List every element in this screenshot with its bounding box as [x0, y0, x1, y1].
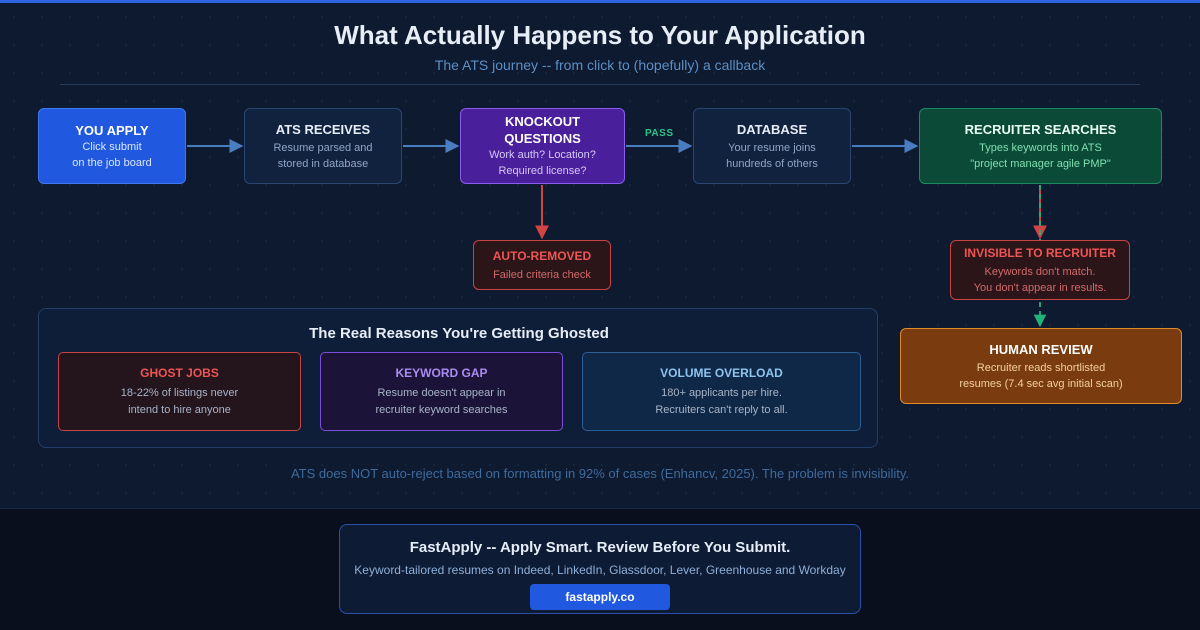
- step-desc-line1: Click submit: [82, 140, 142, 153]
- step-title-line1: KNOCKOUT: [504, 114, 581, 129]
- step-human-review: HUMAN REVIEW Recruiter reads shortlisted…: [900, 328, 1182, 404]
- step-desc-line2: Required license?: [498, 165, 587, 177]
- reasons-title: The Real Reasons You're Getting Ghosted: [309, 325, 609, 342]
- outcome-title: AUTO-REMOVED: [492, 248, 592, 263]
- step-title: DATABASE: [736, 121, 808, 137]
- outcome-title: INVISIBLE TO RECRUITER: [964, 245, 1116, 260]
- outcome-desc-line1: Keywords don't match.: [984, 265, 1096, 278]
- step-title: HUMAN REVIEW: [989, 341, 1093, 357]
- reason-card-keyword-gap: KEYWORD GAP Resume doesn't appear in rec…: [320, 352, 563, 431]
- page-subtitle: The ATS journey -- from click to (hopefu…: [434, 57, 766, 73]
- step-desc-line2: "project manager agile PMP": [970, 157, 1111, 170]
- ghosted-reasons-panel: The Real Reasons You're Getting Ghosted …: [38, 308, 878, 448]
- cta-subtitle: Keyword-tailored resumes on Indeed, Link…: [354, 563, 846, 577]
- cta-title: FastApply -- Apply Smart. Review Before …: [409, 539, 791, 556]
- outcome-invisible-to-recruiter: INVISIBLE TO RECRUITER Keywords don't ma…: [950, 240, 1130, 300]
- step-ats-receives: ATS RECEIVES Resume parsed and stored in…: [244, 108, 402, 184]
- reason-desc-line1: 180+ applicants per hire.: [661, 386, 782, 399]
- step-desc-line2: hundreds of others: [726, 157, 818, 170]
- step-recruiter-searches: RECRUITER SEARCHES Types keywords into A…: [919, 108, 1162, 184]
- reason-title: KEYWORD GAP: [395, 365, 488, 380]
- step-title: RECRUITER SEARCHES: [964, 121, 1117, 137]
- page-title: What Actually Happens to Your Applicatio…: [334, 20, 866, 50]
- step-database: DATABASE Your resume joins hundreds of o…: [693, 108, 851, 184]
- reason-desc-line2: recruiter keyword searches: [375, 403, 508, 416]
- step-title: ATS RECEIVES: [275, 121, 371, 137]
- footer-band: FastApply -- Apply Smart. Review Before …: [0, 508, 1200, 630]
- step-desc-line2: resumes (7.4 sec avg initial scan): [959, 377, 1123, 390]
- step-desc-line1: Recruiter reads shortlisted: [976, 361, 1106, 374]
- reason-desc-line1: 18-22% of listings never: [120, 386, 239, 399]
- cta-panel: FastApply -- Apply Smart. Review Before …: [339, 524, 861, 614]
- step-desc-line1: Work auth? Location?: [489, 149, 596, 161]
- outcome-desc-line2: You don't appear in results.: [973, 281, 1107, 294]
- step-desc-line1: Types keywords into ATS: [979, 141, 1102, 154]
- step-desc-line2: on the job board: [72, 156, 152, 169]
- reason-title: GHOST JOBS: [140, 365, 219, 380]
- step-you-apply: YOU APPLY Click submit on the job board: [38, 108, 186, 184]
- step-knockout-questions: KNOCKOUT QUESTIONS Work auth? Location? …: [460, 108, 625, 184]
- step-title-line2: QUESTIONS: [504, 131, 581, 146]
- reason-desc-line2: Recruiters can't reply to all.: [655, 403, 788, 416]
- footnote: ATS does NOT auto-reject based on format…: [290, 466, 910, 481]
- outcome-auto-removed: AUTO-REMOVED Failed criteria check: [473, 240, 611, 290]
- reason-card-volume-overload: VOLUME OVERLOAD 180+ applicants per hire…: [582, 352, 861, 431]
- reason-card-ghost-jobs: GHOST JOBS 18-22% of listings never inte…: [58, 352, 301, 431]
- reason-desc-line2: intend to hire anyone: [128, 403, 231, 416]
- step-desc-line2: stored in database: [277, 157, 369, 170]
- top-accent-bar: [0, 0, 1200, 3]
- reason-title: VOLUME OVERLOAD: [660, 365, 783, 380]
- header-divider: [60, 84, 1140, 85]
- reason-desc-line1: Resume doesn't appear in: [377, 386, 506, 399]
- step-desc-line1: Resume parsed and: [273, 141, 373, 154]
- step-desc-line1: Your resume joins: [728, 141, 816, 154]
- pass-label: PASS: [645, 128, 674, 139]
- fastapply-link-button[interactable]: fastapply.co: [530, 584, 670, 610]
- outcome-desc: Failed criteria check: [493, 268, 591, 281]
- step-title: YOU APPLY: [75, 122, 149, 138]
